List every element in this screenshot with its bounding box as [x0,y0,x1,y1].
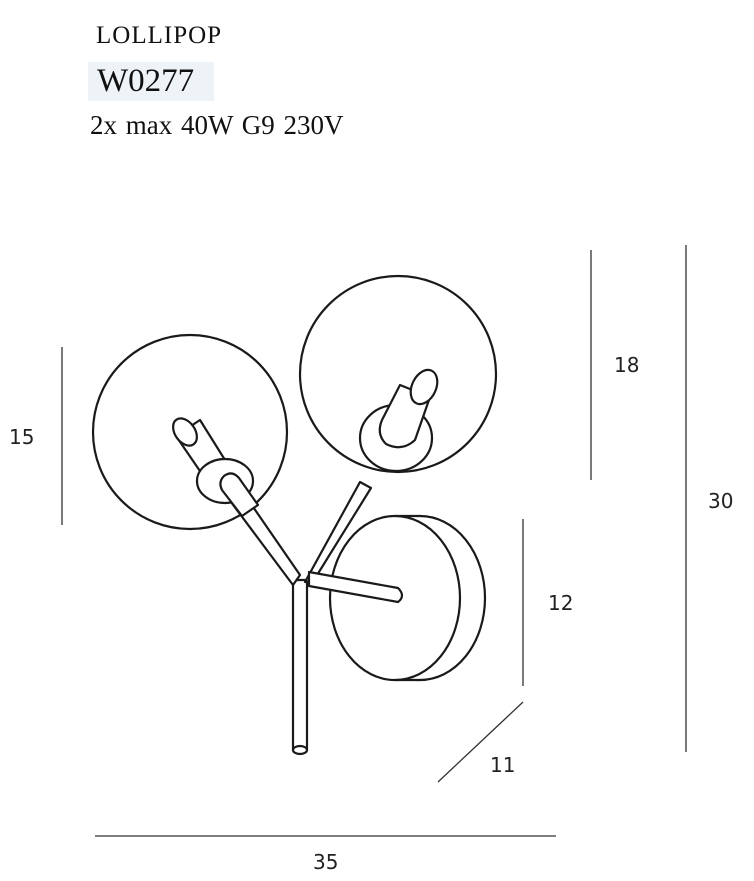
left-socket [172,417,260,518]
dim-label-right-shade: 18 [614,353,640,377]
dim-label-total-width: 35 [313,850,339,874]
wall-arm [307,570,404,604]
dim-label-left-shade: 15 [9,425,35,449]
right-socket [358,368,439,473]
dim-label-depth: 11 [490,753,516,777]
wall-plate [328,514,487,682]
dim-label-total-height: 30 [708,489,734,513]
stem [291,578,309,756]
product-name: LOLLIPOP [96,22,223,49]
left-glass-shade [91,333,289,531]
dim-line-depth [437,701,524,783]
product-code: W0277 [88,62,214,101]
product-specs: 2x max 40W G9 230V [90,110,344,140]
dim-label-wall-plate: 12 [548,591,574,615]
